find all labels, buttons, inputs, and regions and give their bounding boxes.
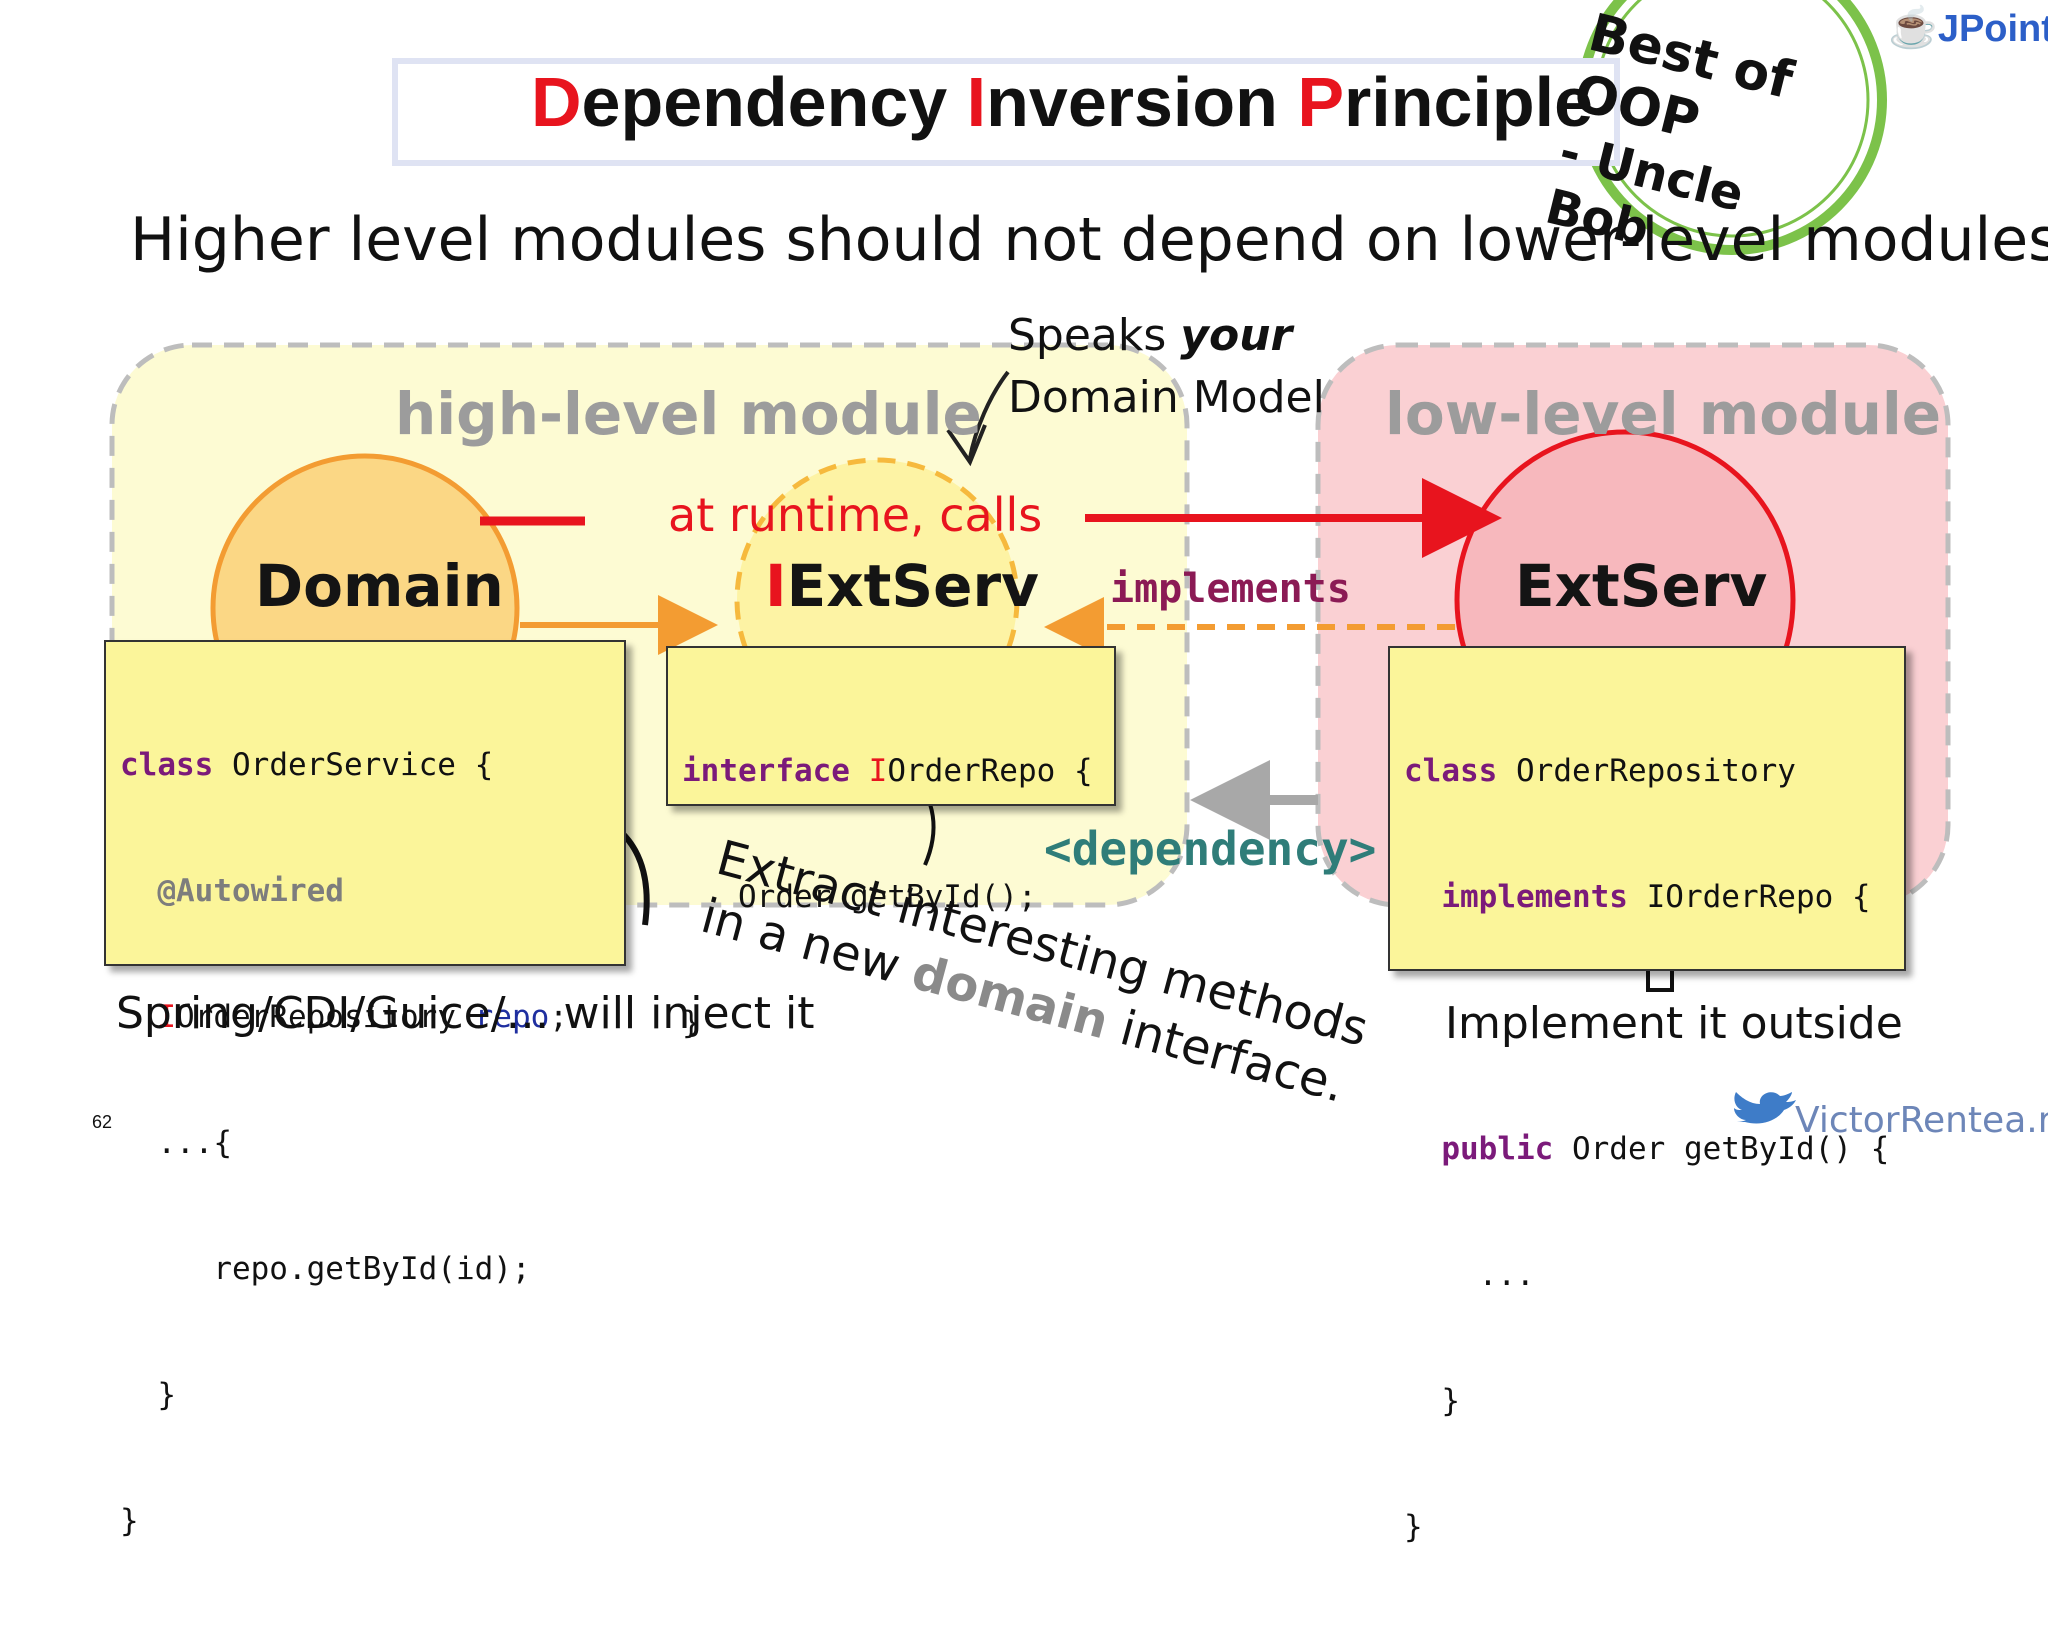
speaks-note: Speaks your Domain Model [1008, 310, 1325, 423]
order-service-code: class OrderService { @Autowired IOrderRe… [104, 640, 626, 1539]
twitter-bird-icon [1734, 1092, 1796, 1124]
extserv-label: ExtServ [1515, 552, 1768, 620]
coffee-cup-icon: ☕ [1888, 6, 1938, 50]
runtime-calls-label: at runtime, calls [668, 488, 1043, 542]
speaks-arrow [968, 370, 1010, 459]
implements-label: implements [1110, 566, 1351, 612]
inject-note: Spring/CDI/Guice/… will inject it [116, 988, 815, 1039]
iextserv-label: IExtServ [765, 552, 1039, 620]
dependency-label: <dependency> [1044, 822, 1377, 876]
slide-title: Dependency Inversion Principle [530, 63, 1594, 141]
order-repository-code: class OrderRepository implements IOrderR… [1388, 646, 1906, 1545]
high-level-module-label: high-level module [395, 380, 982, 448]
low-level-module-label: low-level module [1385, 380, 1942, 448]
jpoint-logo: ☕JPoint [1888, 6, 2048, 50]
title-frame [392, 58, 1620, 166]
domain-label: Domain [255, 552, 504, 620]
page-number: 62 [92, 1112, 113, 1132]
slide-subtitle: Higher level modules should not depend o… [130, 205, 2048, 275]
footer-credit: VictorRentea.ro [1795, 1100, 2048, 1141]
implement-outside-note: Implement it outside [1445, 998, 1903, 1049]
iorder-repo-code: interface IOrderRepo { Order getById(); … [666, 646, 1116, 1041]
